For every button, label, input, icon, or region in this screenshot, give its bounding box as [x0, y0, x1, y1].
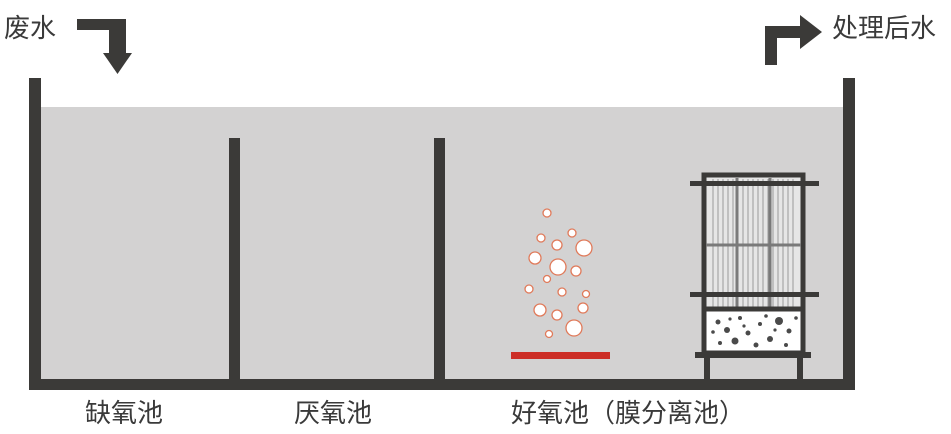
bubble	[567, 228, 577, 238]
partition-wall-2	[434, 138, 445, 382]
bubble	[549, 258, 567, 276]
bubble	[542, 274, 552, 284]
outlet-arrow-icon	[765, 15, 822, 65]
tank-label-aerobic: 好氧池（膜分离池）	[511, 399, 746, 429]
right-outer-wall	[843, 78, 855, 390]
bubble	[577, 302, 589, 314]
bubble	[544, 329, 554, 339]
bubble	[557, 287, 567, 297]
bubble	[524, 284, 534, 294]
bubble	[528, 251, 542, 265]
bubble	[551, 309, 563, 321]
left-outer-wall	[29, 78, 41, 390]
air-bubbles	[524, 208, 593, 339]
inlet-arrow-icon	[77, 19, 132, 74]
bubble	[533, 303, 547, 317]
tank-label-anoxic: 缺氧池	[85, 399, 164, 429]
bubble	[536, 233, 546, 243]
aerator-bar	[511, 352, 610, 359]
inlet-label: 废水	[4, 14, 57, 44]
bubble	[551, 239, 563, 251]
module-stand	[695, 352, 811, 382]
bubble	[581, 289, 591, 299]
bubble	[542, 208, 552, 218]
bubble	[570, 265, 582, 277]
membrane-module	[690, 172, 819, 382]
tank-walls	[29, 78, 855, 390]
bubble	[575, 239, 593, 257]
support-bars	[690, 181, 819, 297]
sludge-particles	[711, 314, 798, 348]
tank-label-anaerobic: 厌氧池	[294, 399, 373, 429]
bubble	[565, 319, 583, 337]
partition-wall-1	[229, 138, 240, 382]
tank-floor	[29, 379, 855, 390]
membrane-dividers	[706, 178, 801, 308]
outlet-label: 处理后水	[832, 14, 937, 44]
